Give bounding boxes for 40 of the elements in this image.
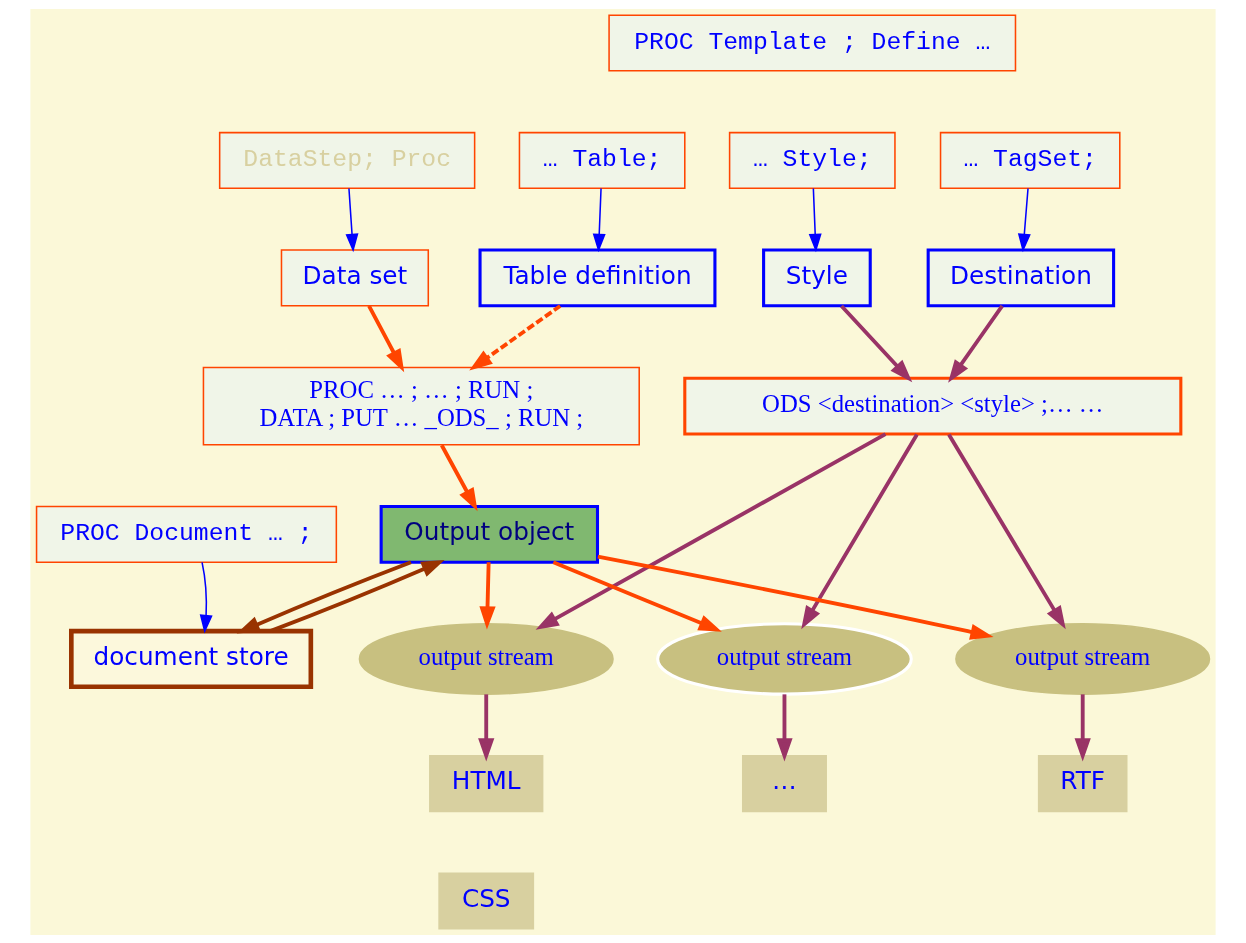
node-ellipse: output stream [656, 621, 913, 696]
arrow [808, 187, 822, 252]
node-box: Destination [926, 248, 1116, 307]
arrow [597, 554, 994, 640]
arrow [947, 432, 1066, 629]
node-box: PROC Document … ; [35, 505, 338, 563]
node-box: … [741, 754, 827, 812]
node-box: DataStep; Proc [218, 131, 476, 189]
arrow [469, 303, 562, 371]
arrow [535, 431, 887, 630]
node-box: Output object [379, 504, 600, 564]
arrow [592, 187, 606, 252]
arrow [776, 693, 793, 761]
arrow [1074, 693, 1091, 761]
arrow [479, 561, 496, 630]
node-box: RTF [1037, 754, 1128, 812]
node-box: PROC Template ; Define … [608, 13, 1017, 72]
arrow [948, 304, 1004, 383]
node-ellipse: output stream [358, 622, 614, 695]
arrow [440, 443, 478, 511]
node-box: … Table; [518, 131, 686, 189]
node-box: CSS [438, 871, 535, 930]
node-box: HTML [429, 754, 544, 812]
node-box: Table definition [478, 248, 717, 307]
arrow [840, 304, 913, 382]
node-box: ODS <destination> <style> ;… … [683, 376, 1183, 435]
arrow [236, 560, 412, 633]
node-box: PROC … ; … ; RUN ; DATA ; PUT … _ODS_ ; RUN ; [202, 366, 640, 446]
arrow [478, 693, 495, 761]
node-box: document store [69, 628, 314, 689]
node-box: Style [762, 248, 872, 307]
arrow [801, 432, 919, 629]
node-box: … TagSet; [939, 131, 1121, 189]
node-box: … Style; [728, 131, 896, 189]
arrow [199, 561, 213, 633]
arrow [345, 187, 359, 252]
arrow [1017, 187, 1031, 252]
node-box: Data set [280, 248, 430, 306]
arrow [367, 304, 405, 372]
arrow [552, 560, 722, 632]
